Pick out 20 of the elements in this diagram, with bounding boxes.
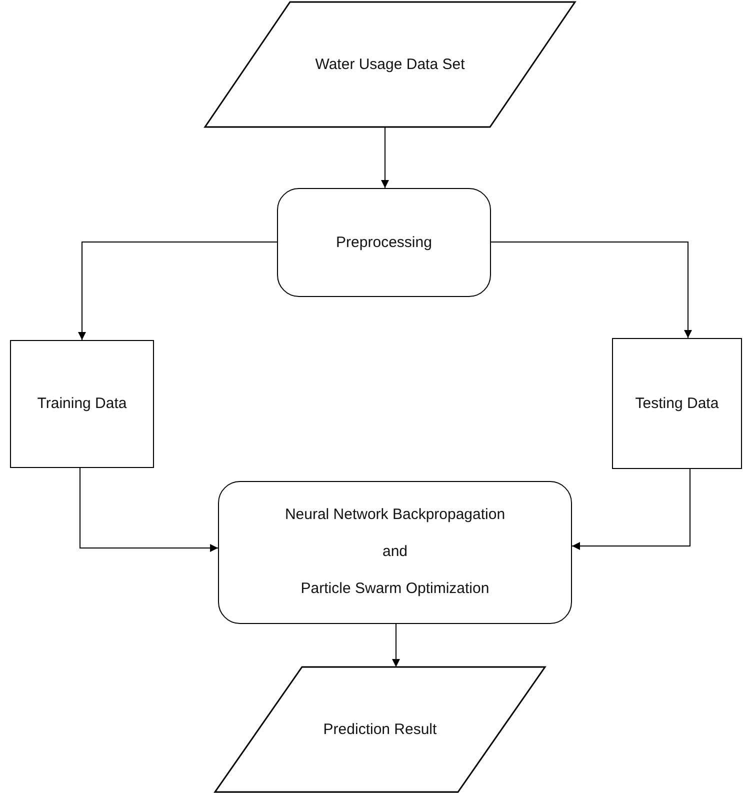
data-box <box>612 338 742 469</box>
arrow <box>381 126 389 188</box>
node-label: Particle Swarm Optimization <box>300 578 490 599</box>
arrow <box>572 468 690 550</box>
data-parallelogram <box>205 2 575 127</box>
node-label: Preprocessing <box>336 232 432 252</box>
node-label: Water Usage Data Set <box>315 54 465 74</box>
process-box <box>277 188 491 297</box>
node-label: and <box>382 542 408 562</box>
node-label: Testing Data <box>635 394 719 414</box>
process-box <box>218 481 572 624</box>
node-label: Neural Network Backpropagation <box>284 505 506 526</box>
arrow <box>78 242 278 340</box>
arrow <box>392 624 400 668</box>
arrow <box>80 468 218 552</box>
data-box <box>10 340 154 468</box>
node-label: Prediction Result <box>323 720 437 740</box>
data-parallelogram <box>215 667 545 792</box>
arrow <box>490 242 692 338</box>
node-label: Training Data <box>37 394 127 414</box>
